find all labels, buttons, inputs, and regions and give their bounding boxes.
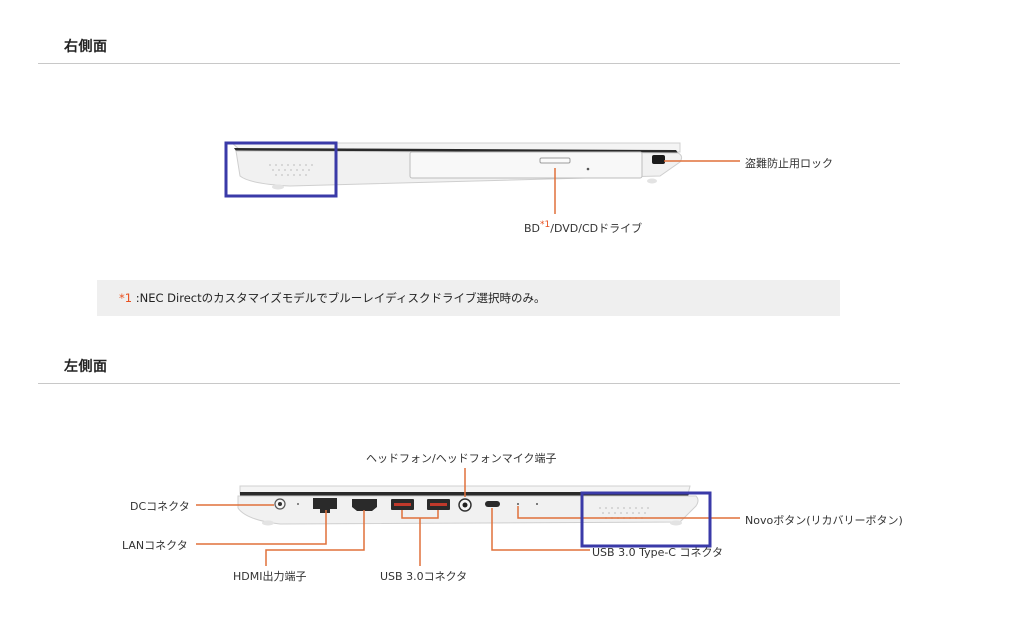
left-side-title: 左側面 [64, 359, 108, 375]
footnote-mark: *1 [119, 291, 133, 305]
drive-footnote-mark: *1 [540, 220, 551, 230]
drive-label-suffix: /DVD/CDドライブ [550, 222, 643, 235]
right-side-laptop [230, 142, 683, 190]
dc-label: DCコネクタ [130, 500, 190, 513]
hdmi-label: HDMI出力端子 [233, 570, 307, 583]
footnote-box: *1 :NEC Directのカスタマイズモデルでブルーレイディスクドライブ選択… [97, 280, 840, 316]
left-side-divider [38, 383, 900, 384]
left-side-callouts [196, 468, 740, 566]
usb-c-label: USB 3.0 Type-C コネクタ [592, 546, 724, 559]
novo-label: Novoボタン(リカバリーボタン) [745, 514, 903, 527]
right-speaker-highlight [224, 141, 338, 198]
footnote-text-row: *1 :NEC Directのカスタマイズモデルでブルーレイディスクドライブ選択… [119, 290, 545, 306]
left-speaker-highlight [580, 491, 712, 548]
drive-label-prefix: BD [524, 222, 541, 235]
lock-label: 盗難防止用ロック [745, 157, 833, 170]
right-side-divider [38, 63, 900, 64]
footnote-text: :NEC Directのカスタマイズモデルでブルーレイディスクドライブ選択時のみ… [135, 291, 546, 305]
usb3-label: USB 3.0コネクタ [380, 570, 468, 583]
right-side-title: 右側面 [64, 39, 108, 55]
headphone-label: ヘッドフォン/ヘッドフォンマイク端子 [366, 452, 557, 465]
optical-drive-label: BD*1/DVD/CDドライブ [524, 220, 642, 236]
lan-label: LANコネクタ [122, 539, 188, 552]
